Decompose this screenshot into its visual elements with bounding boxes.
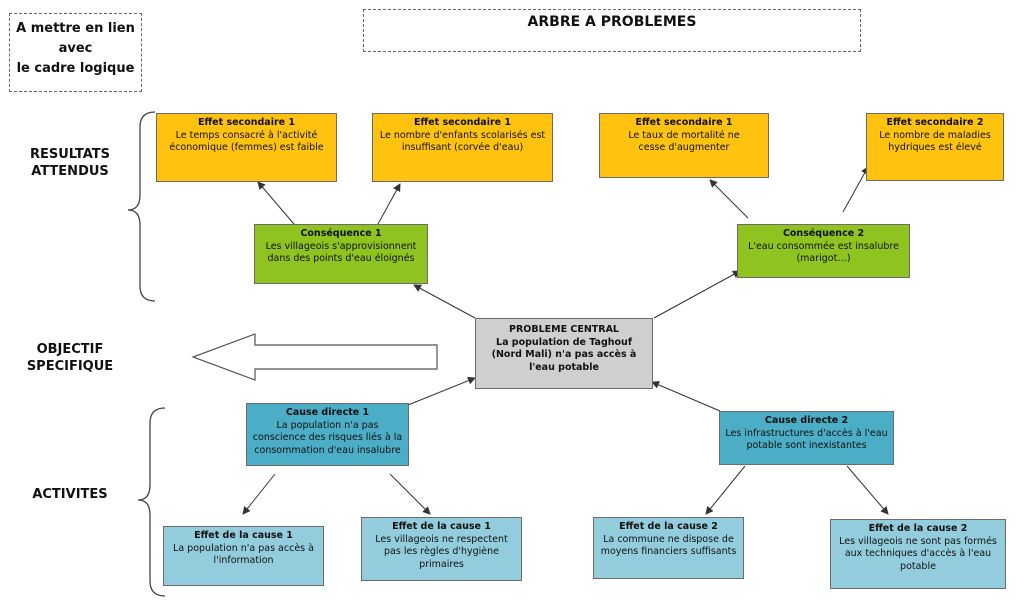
label-resultats: RESULTATS ATTENDUS — [29, 147, 111, 179]
arrow-consequence1-to-effect2 — [377, 183, 401, 225]
central-title: PROBLEME CENTRAL — [508, 324, 619, 335]
objective-arrow — [191, 333, 438, 381]
cause-effect-text: La commune ne dispose de moyens financie… — [600, 533, 737, 558]
cause-effect-title: Effet de la cause 2 — [868, 523, 968, 534]
effect-text: Le taux de mortalité ne cesse d'augmente… — [628, 129, 740, 154]
cause-effect-title: Effet de la cause 2 — [619, 521, 718, 532]
consequence-title: Conséquence 1 — [300, 228, 382, 239]
consequence-title: Conséquence 2 — [782, 228, 865, 239]
cause-title: Cause directe 2 — [764, 415, 849, 426]
effect-text: Le nombre de maladies hydriques est élev… — [879, 129, 991, 154]
effect-box-2: Effet secondaire 1 Le nombre d'enfants s… — [372, 113, 553, 182]
effect-title: Effet secondaire 1 — [635, 117, 733, 128]
note-line-2: avec — [58, 41, 93, 56]
central-text: La population de Taghouf (Nord Mali) n'a… — [491, 336, 637, 373]
brace-activites — [137, 407, 166, 597]
arrow-cause2-to-central — [651, 381, 721, 412]
cause-box-2: Cause directe 2 Les infrastructures d'ac… — [719, 411, 894, 465]
consequence-box-2: Conséquence 2 L'eau consommée est insalu… — [737, 224, 910, 278]
cause-text: Les infrastructures d'accès à l'eau pota… — [725, 427, 888, 452]
effect-box-4: Effet secondaire 2 Le nombre de maladies… — [866, 113, 1004, 181]
cause-text: La population n'a pas conscience des ris… — [252, 419, 403, 456]
consequence-box-1: Conséquence 1 Les villageois s'approvisi… — [254, 224, 428, 284]
effect-title: Effet secondaire 1 — [197, 117, 295, 128]
cause-effect-box-2: Effet de la cause 1 Les villageois ne re… — [361, 517, 522, 581]
note-box: A mettre en lien avec le cadre logique — [9, 13, 142, 92]
effect-text: Le nombre d'enfants scolarisés est insuf… — [379, 129, 546, 154]
effect-title: Effet secondaire 1 — [413, 117, 511, 128]
arrow-cause1-to-effect1 — [242, 473, 276, 515]
cause-effect-title: Effet de la cause 1 — [392, 521, 491, 532]
arrow-cause2-to-effect3 — [705, 465, 746, 515]
arrow-cause2-to-effect4 — [846, 465, 889, 515]
arrow-consequence2-to-effect3 — [709, 179, 749, 219]
arrow-central-to-consequence2 — [653, 270, 741, 319]
cause-effect-box-4: Effet de la cause 2 Les villageois ne so… — [830, 519, 1006, 589]
page-title: ARBRE A PROBLEMES — [527, 14, 697, 30]
label-activites: ACTIVITES — [32, 487, 108, 502]
label-objectif: OBJECTIF SPECIFIQUE — [26, 342, 114, 374]
arrow-central-to-consequence1 — [413, 284, 476, 319]
cause-effect-title: Effet de la cause 1 — [194, 530, 293, 541]
title-box: ARBRE A PROBLEMES — [363, 9, 861, 52]
consequence-text: Les villageois s'approvisionnent dans de… — [265, 240, 417, 265]
brace-resultats — [127, 111, 156, 302]
effect-title: Effet secondaire 2 — [886, 117, 984, 128]
cause-effect-text: Les villageois ne sont pas formés aux te… — [839, 535, 997, 572]
cause-effect-text: La population n'a pas accès à l'informat… — [173, 542, 314, 567]
cause-effect-box-3: Effet de la cause 2 La commune ne dispos… — [593, 517, 744, 579]
arrow-cause1-to-effect2 — [389, 473, 431, 515]
note-line-1: A mettre en lien — [16, 21, 135, 36]
cause-box-1: Cause directe 1 La population n'a pas co… — [246, 403, 409, 466]
central-problem-box: PROBLEME CENTRAL La population de Taghou… — [475, 318, 653, 389]
consequence-text: L'eau consommée est insalubre (marigot…) — [748, 240, 899, 265]
effect-box-3: Effet secondaire 1 Le taux de mortalité … — [599, 113, 769, 178]
arrow-cause1-to-central — [407, 376, 476, 406]
cause-effect-box-1: Effet de la cause 1 La population n'a pa… — [163, 526, 324, 586]
note-line-3: le cadre logique — [16, 61, 135, 76]
cause-title: Cause directe 1 — [285, 407, 370, 418]
effect-box-1: Effet secondaire 1 Le temps consacré à l… — [156, 113, 337, 182]
effect-text: Le temps consacré à l'activité économiqu… — [169, 129, 324, 154]
arrow-consequence2-to-effect4 — [842, 166, 869, 213]
arrow-consequence1-to-effect1 — [257, 181, 295, 225]
cause-effect-text: Les villageois ne respectent pas les règ… — [375, 533, 508, 570]
